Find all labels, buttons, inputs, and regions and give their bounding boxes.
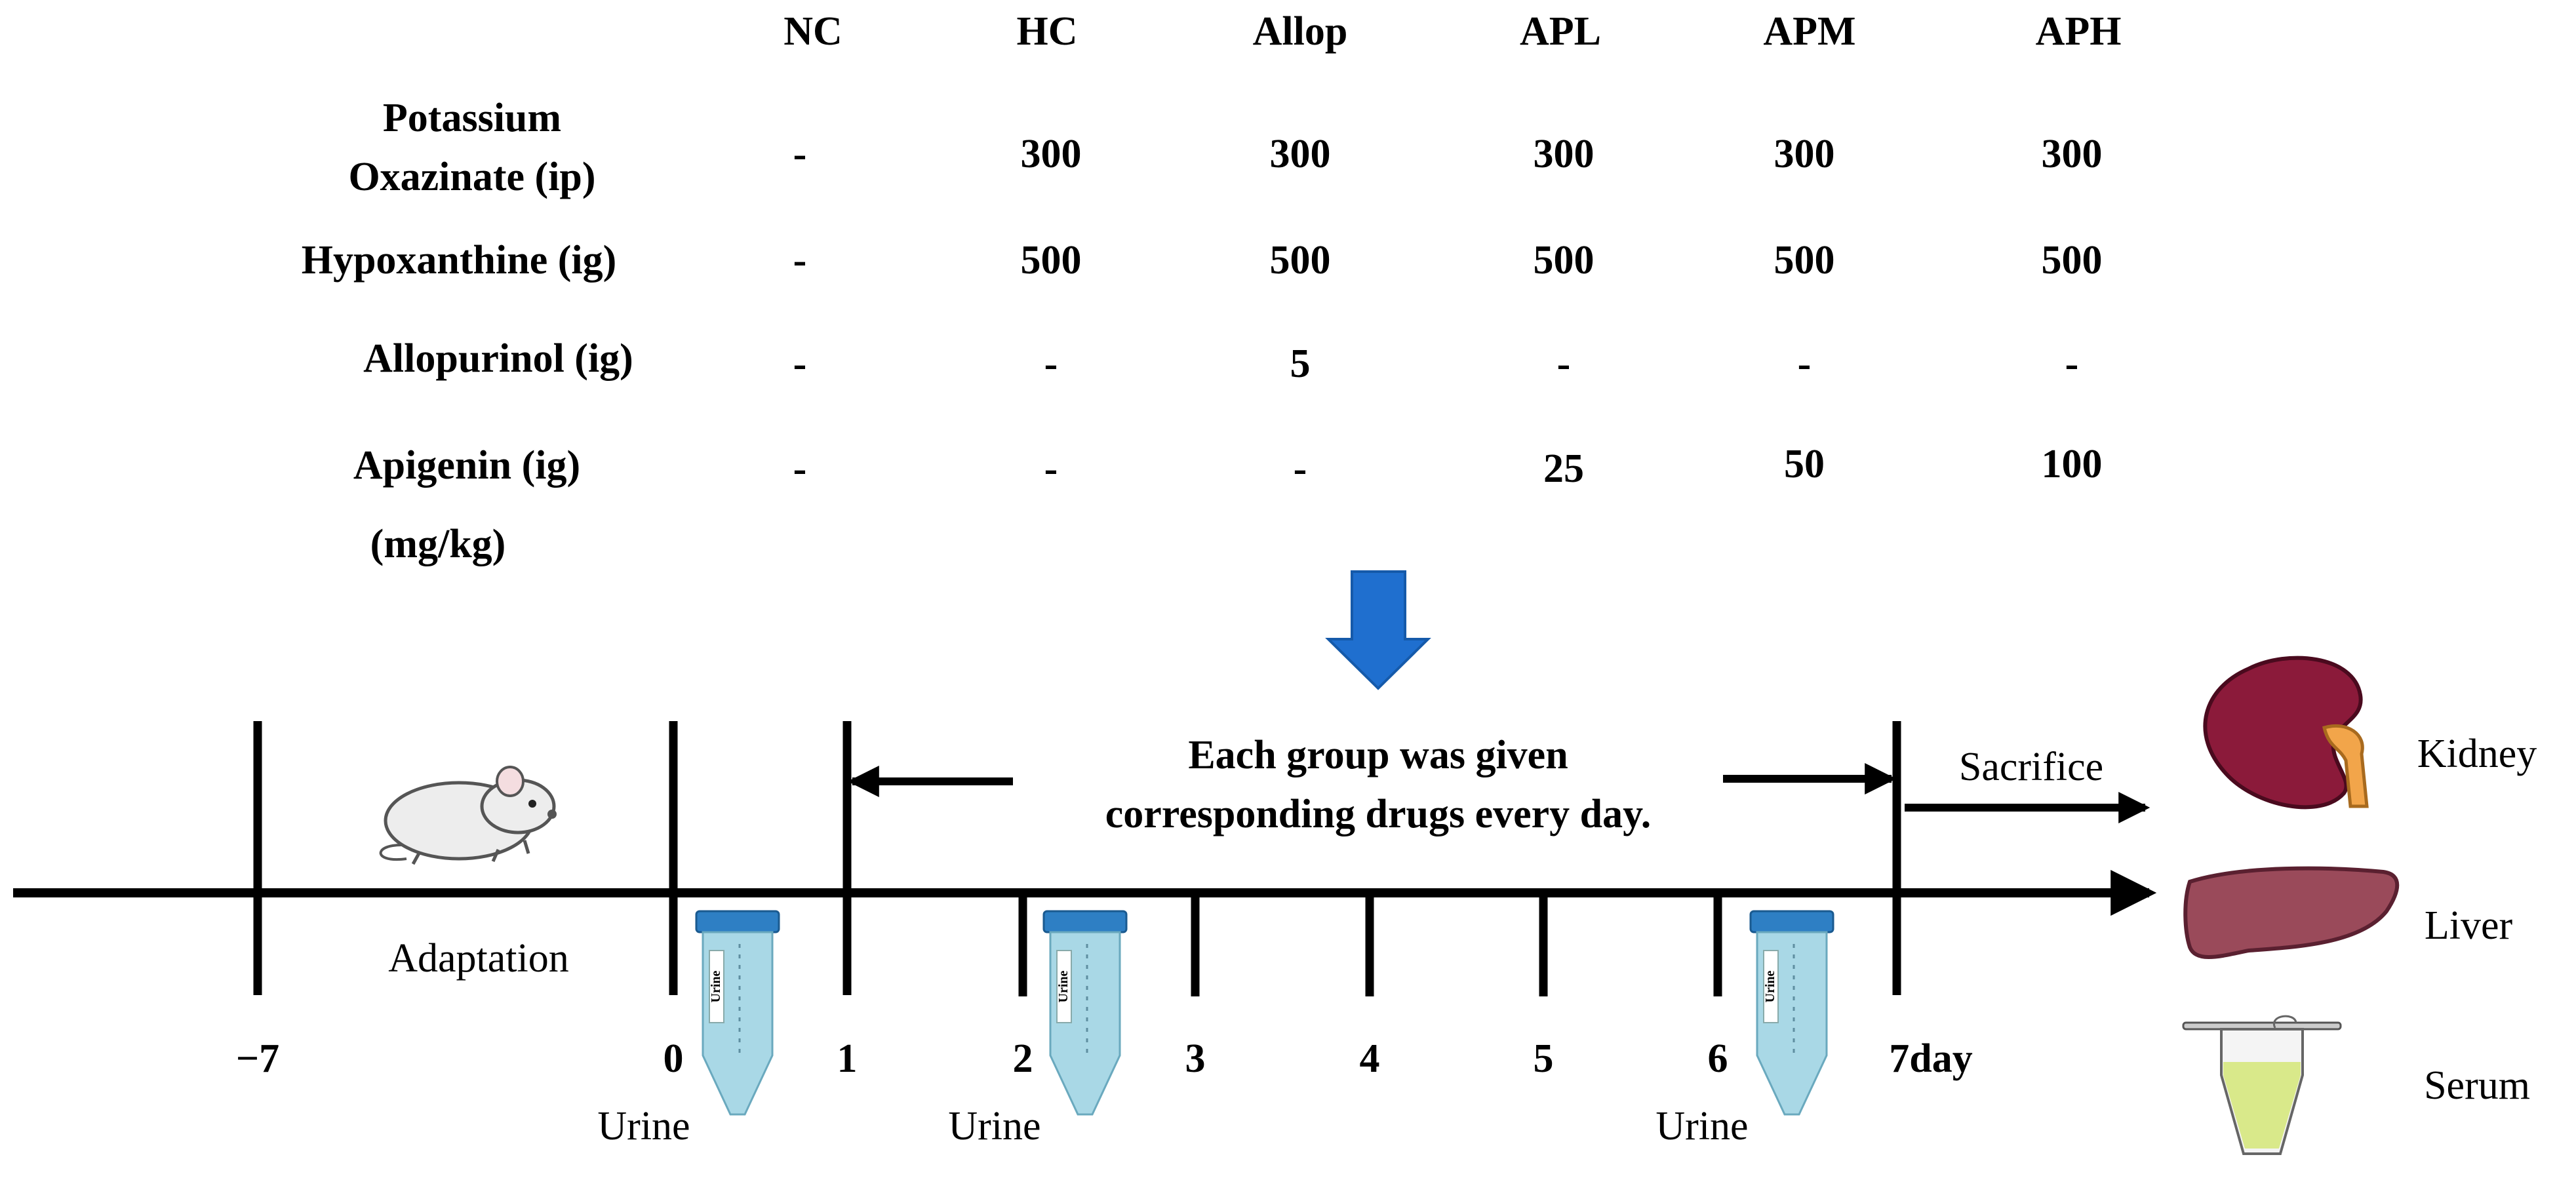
row-label-allopurinol: Allopurinol (ig)	[363, 336, 633, 381]
tick-label: −7	[236, 1036, 279, 1081]
column-header-hc: HC	[1017, 9, 1078, 54]
cell-value: 25	[1543, 446, 1584, 491]
organ-label-serum: Serum	[2424, 1063, 2530, 1108]
column-header-apl: APL	[1520, 9, 1601, 54]
cell-value: 5	[1290, 342, 1311, 386]
tick-label: 2	[1013, 1036, 1033, 1081]
timeline: −7 0 1 2 3 4 5 6 7day Adaptation Each gr…	[13, 721, 2157, 1149]
urine-collection-label: Urine	[948, 1104, 1040, 1149]
sacrifice-label: Sacrifice	[1959, 745, 2103, 789]
tick-label: 3	[1185, 1036, 1206, 1081]
cell-value: 300	[1270, 132, 1331, 176]
urine-tube-icon: Urine	[1749, 910, 1834, 1116]
tube-label: Urine	[1763, 970, 1777, 1002]
tick-label: 0	[664, 1036, 684, 1081]
row-label-potassium-oxazinate-line2: Oxazinate (ip)	[348, 155, 595, 199]
cell-value: 500	[2042, 238, 2103, 283]
urine-collection-label: Urine	[597, 1104, 690, 1149]
table-column-headers: NC HC Allop APL APM APH	[783, 9, 2121, 54]
cell-value: 500	[1534, 238, 1595, 283]
tick-label: 7day	[1889, 1036, 1972, 1081]
cell-value: 300	[1534, 132, 1595, 176]
treatment-text-line1: Each group was given	[1188, 733, 1568, 777]
row-label-hypoxanthine: Hypoxanthine (ig)	[302, 238, 617, 283]
cell-value: 100	[2042, 442, 2103, 486]
unit-note: (mg/kg)	[370, 522, 506, 566]
cell-value: 500	[1021, 238, 1082, 283]
urine-tube-icon: Urine	[695, 910, 780, 1116]
row-label-apigenin: Apigenin (ig)	[353, 443, 580, 488]
cell-value: -	[793, 446, 807, 491]
cell-value: -	[793, 238, 807, 283]
cell-value: -	[1294, 446, 1307, 491]
cell-value: -	[2065, 342, 2079, 386]
urine-tube-icon: Urine	[1042, 910, 1128, 1116]
down-arrow-icon	[1325, 570, 1431, 690]
tick-label: 1	[837, 1036, 858, 1081]
adaptation-label: Adaptation	[388, 936, 569, 981]
mouse-icon	[379, 766, 557, 865]
cell-value: -	[1044, 342, 1058, 386]
organ-label-liver: Liver	[2425, 903, 2513, 948]
liver-icon	[2183, 866, 2400, 960]
dosing-table: NC HC Allop APL APM APH Potassium Oxazin…	[302, 9, 2122, 566]
row-label-potassium-oxazinate-line1: Potassium	[383, 96, 561, 140]
cell-value: 300	[1774, 132, 1835, 176]
cell-value: 50	[1784, 442, 1825, 486]
column-header-allop: Allop	[1253, 9, 1348, 54]
organ-label-kidney: Kidney	[2417, 732, 2537, 776]
cell-value: -	[1557, 342, 1571, 386]
cell-value: -	[793, 342, 807, 386]
cell-value: 300	[1021, 132, 1082, 176]
cell-value: 300	[2042, 132, 2103, 176]
tick-label: 6	[1708, 1036, 1728, 1081]
cell-value: 500	[1270, 238, 1331, 283]
cell-value: 500	[1774, 238, 1835, 283]
tube-label: Urine	[709, 970, 723, 1002]
tube-label: Urine	[1056, 970, 1071, 1002]
treatment-text-line2: corresponding drugs every day.	[1105, 792, 1651, 836]
urine-collection-label: Urine	[1655, 1104, 1748, 1149]
serum-tube-icon	[2182, 1015, 2342, 1155]
cell-value: -	[1044, 446, 1058, 491]
column-header-nc: NC	[783, 9, 842, 54]
tick-label: 5	[1534, 1036, 1554, 1081]
column-header-aph: APH	[2036, 9, 2122, 54]
tick-label: 4	[1360, 1036, 1380, 1081]
column-header-apm: APM	[1763, 9, 1855, 54]
cell-value: -	[793, 132, 807, 176]
cell-value: -	[1798, 342, 1812, 386]
kidney-icon	[2203, 656, 2369, 810]
